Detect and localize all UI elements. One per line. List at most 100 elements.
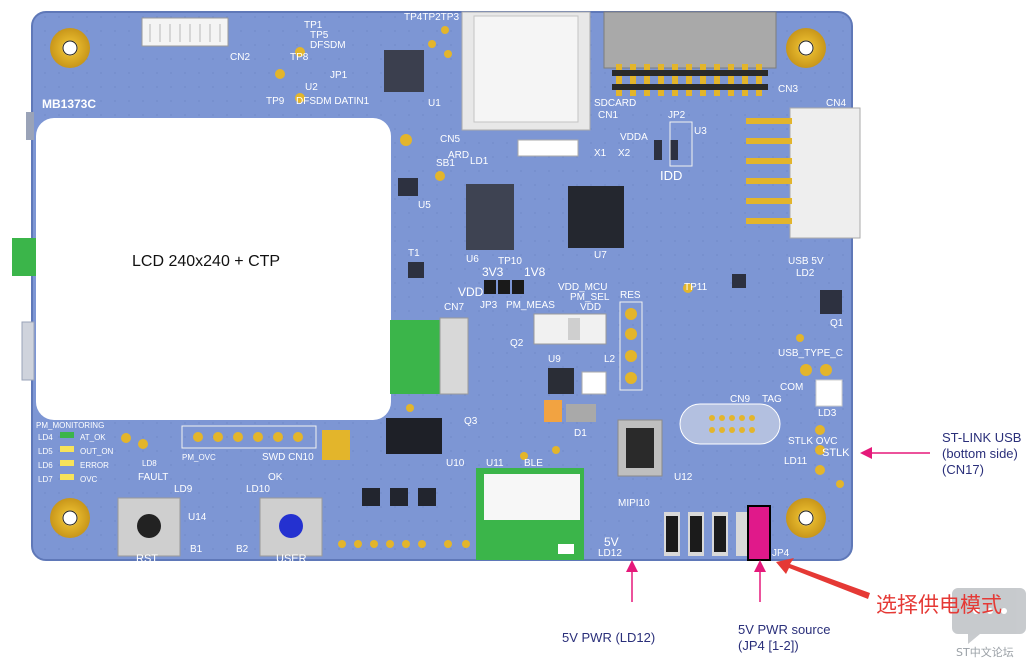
silk-b1: B1 [190,544,203,555]
stlink-usb-callout: ST-LINK USB (bottom side) (CN17) [942,430,1021,478]
silk-cn5: CN5 [440,134,460,145]
silk-ld1: LD1 [470,156,489,167]
silk-cn2: CN2 [230,52,250,63]
silk-at-ok: AT_OK [80,433,106,442]
silk-ld5: LD5 [38,447,53,456]
silk-jp1: JP1 [330,70,348,81]
cn9-tag [679,403,781,445]
silk-jp2: JP2 [668,110,686,121]
silk-ld10: LD10 [246,484,270,495]
pwr-led-callout: 5V PWR (LD12) [562,630,656,645]
silk-ok: OK [268,472,283,483]
edge-connector-bottom [21,321,35,381]
silk-pm-ovc: PM_OVC [182,453,216,462]
silk-vdda: VDDA [620,132,648,143]
silk-cn4: CN4 [826,98,846,109]
silk-u11: U11 [486,458,504,469]
silk-jp3: JP3 [480,300,498,311]
silk-ld8: LD8 [142,459,157,468]
silk-rst: RST [136,553,158,565]
watermark-text: ST中文论坛 [956,646,1014,659]
silkscreen-text: MB1373C CN2 TP1 TP5 DFSDM TP8 JP1 U2 TP9… [36,12,875,565]
silk-idd: IDD [660,168,682,183]
silk-q2: Q2 [510,338,524,349]
silk-v1v8: 1V8 [524,265,546,279]
silk-ld12: LD12 [598,548,622,559]
silk-cn7: CN7 [444,302,464,313]
cn3-header [603,11,777,69]
silk-u3: U3 [694,126,707,137]
silk-usb-type-c: USB_TYPE_C [778,348,843,359]
jp4-highlight [747,505,771,561]
silk-stlk-ovc: STLK OVC [788,436,837,447]
silk-pm-meas: PM_MEAS [506,300,555,311]
silk-ld4: LD4 [38,433,53,442]
silk-tp4tp2tp3: TP4TP2TP3 [404,12,459,23]
silk-u10: U10 [446,458,465,469]
pwr-source-line1: 5V PWR source [738,622,831,637]
cn2-header [141,17,229,47]
silk-tp10: TP10 [498,256,522,267]
silk-ld7: LD7 [38,475,53,484]
silk-v5: 5V [604,535,619,549]
left-green-tab [12,238,36,276]
silk-tag: TAG [762,394,782,405]
board-name: MB1373C [42,97,96,111]
chip-u4 [517,139,579,157]
silk-vdd: VDD [458,285,484,299]
silk-sb1: SB1 [436,158,455,169]
silk-d1: D1 [574,428,587,439]
silk-tp1: TP1 [304,20,323,31]
silk-x1: X1 [594,148,607,159]
silk-u9: U9 [548,354,561,365]
stlink-usb-line3: (CN17) [942,462,984,477]
silk-dfsdm-datin1: DFSDM DATIN1 [296,96,370,107]
silk-tp11: TP11 [684,282,708,293]
pwr-source-line2: (JP4 [1-2]) [738,638,799,653]
lcd-label: LCD 240x240 + CTP [132,253,281,270]
silk-u7: U7 [594,250,607,261]
silk-ld6: LD6 [38,461,53,470]
chip-u1 [384,50,424,92]
silk-sdcard: SDCARD [594,98,636,109]
silk-u4: U4 [540,146,553,157]
silk-q3: Q3 [464,416,478,427]
silk-fault: FAULT [138,472,168,483]
silk-t1: T1 [408,248,420,259]
power-mode-note: 选择供电模式 [876,593,1002,617]
silk-pm-sel: PM_SEL [570,292,610,303]
silk-ard: ARD [448,150,469,161]
silk-cn1: CN1 [598,110,618,121]
silk-mipi10: MIPI10 [618,498,650,509]
silk-u12: U12 [674,472,693,483]
silk-usb5v: USB 5V [788,256,824,267]
silk-pm-monitoring: PM_MONITORING [36,421,104,430]
silk-u6: U6 [466,254,479,265]
silk-ld11: LD11 [784,456,808,467]
silk-dfsdm: DFSDM [310,40,346,51]
cn3-pins [616,64,762,96]
silk-com: COM [780,382,803,393]
pwr-source-callout: 5V PWR source (JP4 [1-2]) [738,622,830,654]
silk-ld3: LD3 [818,408,837,419]
silk-jp4: JP4 [772,548,790,559]
chat-bubble-icon [952,588,1026,644]
silk-error: ERROR [80,461,109,470]
chip-u7 [568,186,624,248]
silk-b2: B2 [236,544,249,555]
stlink-usb-line1: ST-LINK USB [942,430,1022,445]
silk-tp5: TP5 [310,30,329,41]
silk-u14: U14 [188,512,207,523]
silk-ld2: LD2 [796,268,815,279]
silk-u2: U2 [305,82,318,93]
cn7-flex [390,320,440,394]
stlink-usb-line2: (bottom side) [942,446,1018,461]
lcd-panel [36,118,391,420]
silk-cn3: CN3 [778,84,798,95]
edge-connector-top [26,112,34,140]
silk-cn9: CN9 [730,394,750,405]
silk-x2: X2 [618,148,631,159]
silk-tp9: TP9 [266,96,285,107]
